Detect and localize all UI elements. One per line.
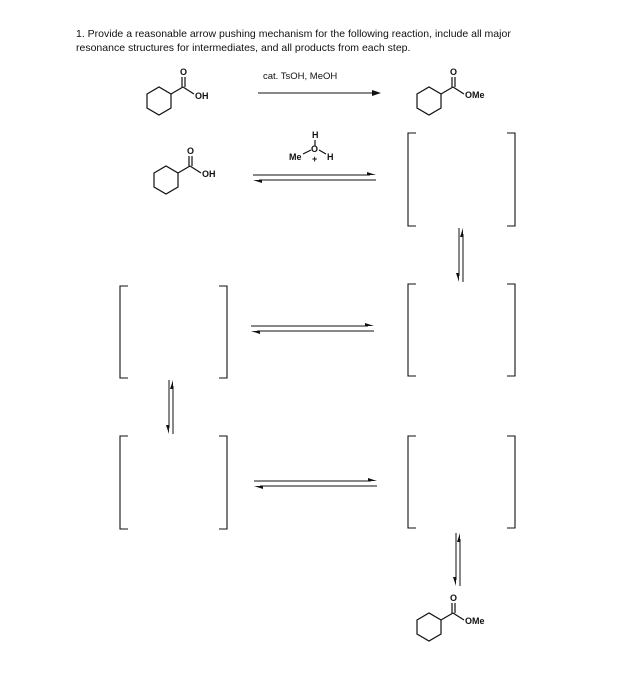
reagent-me-label: Me: [289, 152, 302, 162]
bracket-b-right: [507, 283, 516, 377]
intermediate-bracket-a: [407, 132, 516, 227]
reactant-molecule: [146, 77, 195, 116]
methyloxonium-reagent: [302, 140, 327, 155]
bracket-c-left: [119, 285, 128, 379]
reaction-conditions: cat. TsOH, MeOH: [263, 71, 337, 82]
intermediate-bracket-e: [407, 435, 516, 529]
reagent-o-label: O: [311, 144, 318, 154]
bracket-a-right: [507, 132, 516, 227]
question-line-1: 1. Provide a reasonable arrow pushing me…: [76, 28, 511, 40]
reactant-cyclohexane-ring: [146, 86, 172, 116]
bracket-d-left: [119, 435, 128, 530]
bracket-e-right: [507, 435, 516, 529]
reagent-o-h2-bond: [318, 149, 327, 155]
final-ester-molecule: [416, 603, 465, 642]
step1-ring-to-carbonyl-bond: [177, 165, 191, 174]
reactant-ring-to-carbonyl-bond: [170, 86, 184, 95]
reagent-h-label: H: [312, 130, 319, 140]
equilibrium-arrow-3: [251, 323, 374, 334]
bracket-a-left: [407, 132, 416, 227]
reactant-oh-label: OH: [195, 91, 209, 101]
final-ring-to-carbonyl-bond: [440, 612, 454, 621]
equilibrium-arrow-6: [453, 533, 461, 586]
product-carbonyl-o-label: O: [450, 67, 457, 77]
final-ome-label: OMe: [465, 616, 485, 626]
step1-c-oh-bond: [189, 165, 202, 174]
step1-carbonyl-o-label: O: [187, 146, 194, 156]
intermediate-bracket-d: [119, 435, 228, 530]
reagent-h2-label: H: [327, 152, 334, 162]
equilibrium-arrow-1: [253, 172, 376, 183]
question-line-2: resonance structures for intermediates, …: [76, 42, 411, 54]
bracket-d-right: [219, 435, 228, 530]
final-c-ome-bond: [452, 612, 465, 621]
question-text: 1. Provide a reasonable arrow pushing me…: [76, 27, 596, 55]
bracket-e-left: [407, 435, 416, 529]
final-carbonyl-o-label: O: [450, 593, 457, 603]
step1-oh-label: OH: [202, 169, 216, 179]
product-molecule: [416, 77, 465, 116]
bracket-c-right: [219, 285, 228, 379]
equilibrium-arrow-4: [166, 380, 174, 434]
reagent-me-o-bond: [302, 149, 312, 155]
equilibrium-arrow-5: [254, 478, 377, 489]
reactant-c-oh-bond: [182, 86, 195, 95]
final-cyclohexane-ring: [416, 612, 442, 642]
step1-cyclohexane-ring: [153, 165, 179, 195]
intermediate-bracket-b: [407, 283, 516, 377]
product-c-ome-bond: [452, 86, 465, 95]
product-ome-label: OMe: [465, 90, 485, 100]
product-ring-to-carbonyl-bond: [440, 86, 454, 95]
product-cyclohexane-ring: [416, 86, 442, 116]
reactant-carbonyl-o-label: O: [180, 67, 187, 77]
reaction-arrow: [258, 90, 381, 96]
step1-acid-molecule: [153, 156, 202, 195]
equilibrium-arrow-2: [456, 228, 464, 282]
intermediate-bracket-c: [119, 285, 228, 379]
bracket-b-left: [407, 283, 416, 377]
reagent-plus-charge: +: [312, 154, 317, 164]
